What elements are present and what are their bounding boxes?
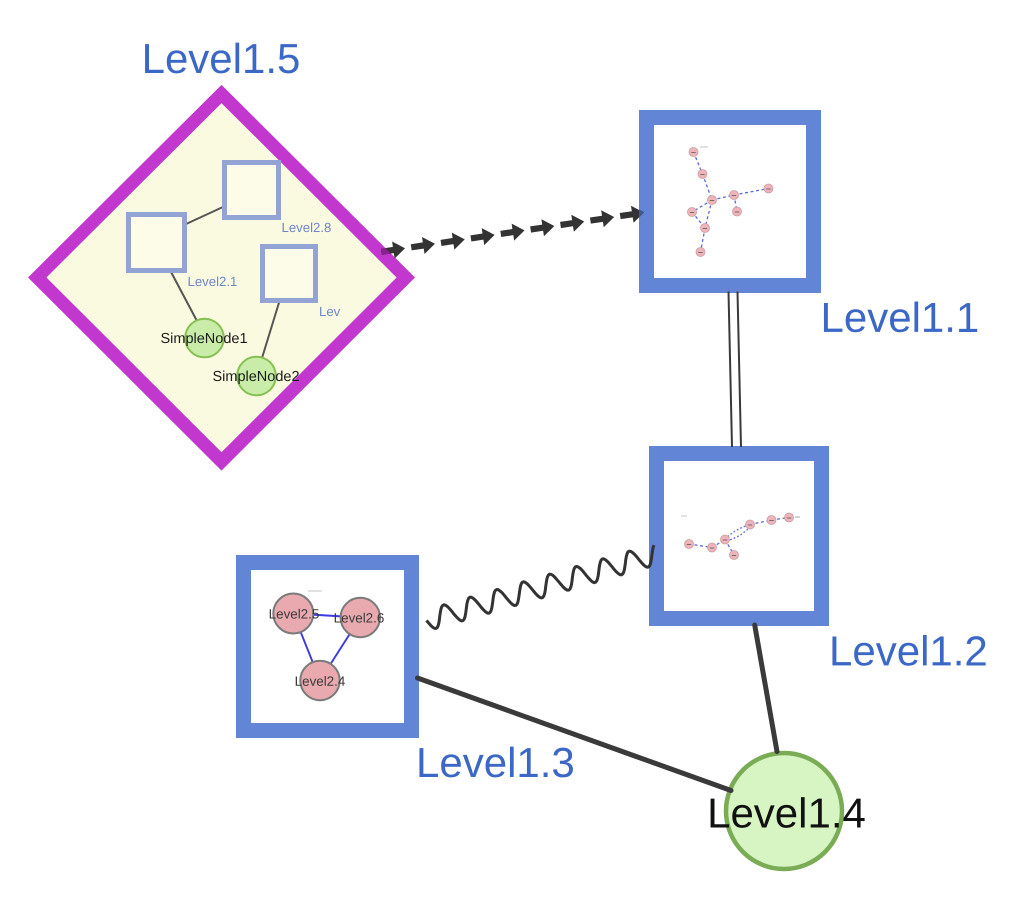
svg-text:Level2.4: Level2.4 <box>295 674 346 689</box>
svg-text:SimpleNode2: SimpleNode2 <box>212 369 299 385</box>
svg-text:Level1.3: Level1.3 <box>416 739 575 786</box>
svg-text:Level2.8: Level2.8 <box>281 220 331 235</box>
svg-text:Level2.1: Level2.1 <box>187 274 237 289</box>
svg-text:SimpleNode1: SimpleNode1 <box>160 331 247 347</box>
svg-text:Level1.1: Level1.1 <box>820 294 979 341</box>
svg-text:Level2.6: Level2.6 <box>334 610 385 625</box>
svg-text:Level1.4: Level1.4 <box>707 789 866 836</box>
svg-text:Level1.2: Level1.2 <box>829 627 988 674</box>
svg-text:Level2.5: Level2.5 <box>269 606 320 621</box>
svg-text:Level1.5: Level1.5 <box>142 35 301 82</box>
svg-text:Lev: Lev <box>319 304 341 319</box>
